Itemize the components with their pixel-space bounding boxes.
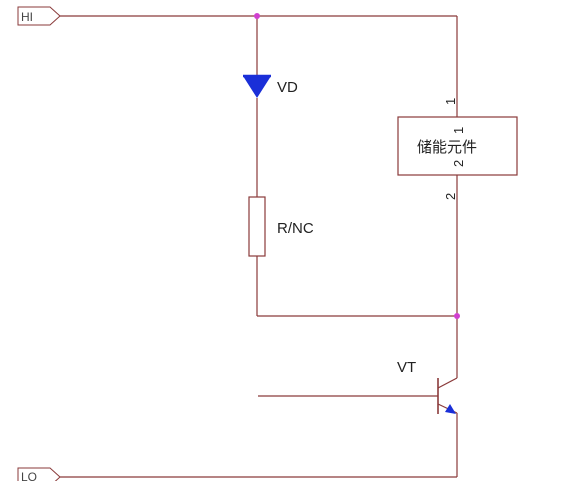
transistor-label: VT <box>397 359 416 376</box>
diode-triangle <box>243 76 271 98</box>
hi-port-label: HI <box>21 10 33 24</box>
lo-port: LO <box>17 467 61 481</box>
transistor-collector <box>437 377 458 389</box>
junction-node-mid <box>454 313 460 319</box>
diode-label: VD <box>277 79 298 96</box>
lo-port-label: LO <box>21 470 37 481</box>
resistor-rnc: R/NC <box>248 196 314 257</box>
storage-inner-pin-top: 1 <box>451 127 466 134</box>
storage-outer-pin-bottom: 2 <box>443 193 458 200</box>
junction-node-top <box>254 13 260 19</box>
hi-port: HI <box>17 6 61 26</box>
storage-body <box>397 116 518 176</box>
transistor-vt: VT <box>397 359 458 414</box>
resistor-body <box>248 196 266 257</box>
resistor-label: R/NC <box>277 220 314 237</box>
storage-outer-pin-top: 1 <box>443 98 458 105</box>
storage-inner-pin-bottom: 2 <box>451 160 466 167</box>
storage-label: 储能元件 <box>417 138 477 156</box>
storage-element: 储能元件 1 2 1 2 <box>397 98 518 200</box>
diode-vd: VD <box>243 74 298 98</box>
transistor-emitter-arrow <box>445 404 456 414</box>
